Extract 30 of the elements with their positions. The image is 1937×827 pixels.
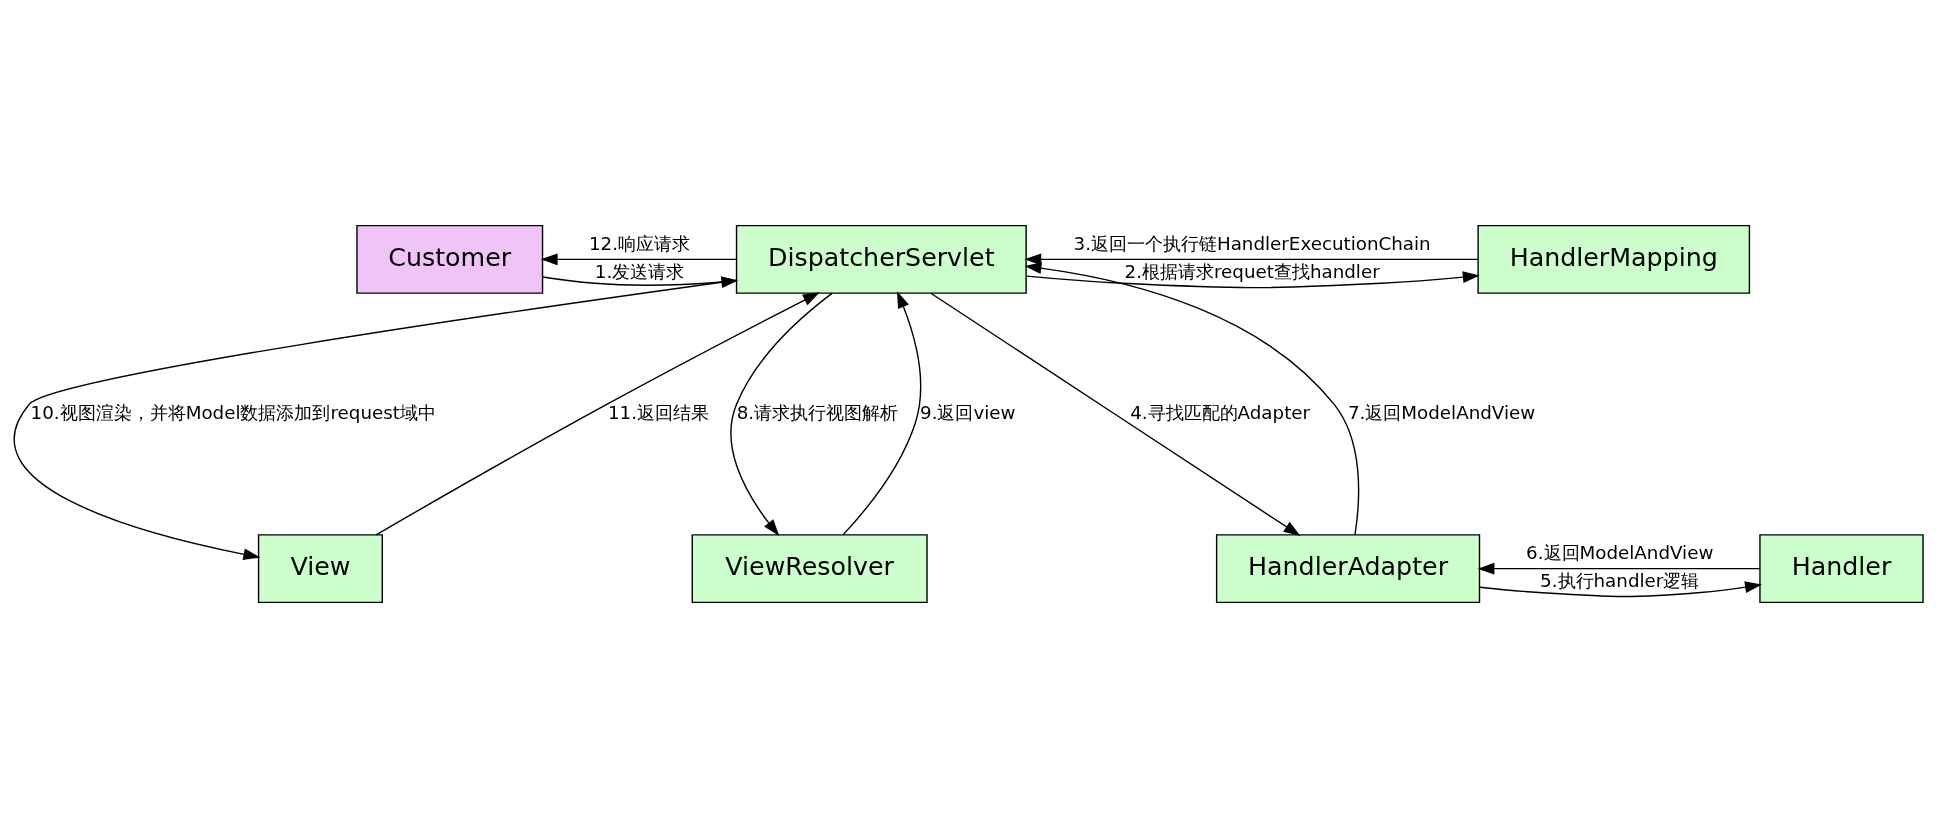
node-box: View [257, 533, 383, 603]
arrow [1026, 270, 1480, 288]
arrow [1024, 252, 1479, 265]
edge-label: 9.返回view [920, 401, 1016, 423]
edge-label: 5.执行handler逻辑 [1540, 569, 1700, 591]
arrow [13, 279, 738, 560]
edge-label: 12.响应请求 [589, 232, 691, 254]
edge-label: 4.寻找匹配的Adapter [1130, 401, 1311, 423]
node-box: Handler [1759, 533, 1924, 603]
node-box: ViewResolver [691, 533, 928, 603]
arrow [1479, 580, 1762, 597]
edge-label: 6.返回ModelAndView [1526, 541, 1714, 563]
edge-label: 11.返回结果 [607, 401, 710, 423]
arrow [375, 291, 820, 535]
arrow [1477, 562, 1761, 575]
arrow [540, 252, 737, 265]
edge-label: 8.请求执行视图解析 [736, 401, 899, 423]
edge-label: 2.根据请求requet查找handler [1124, 260, 1380, 282]
edge-label: 1.发送请求 [594, 260, 685, 282]
arrow [730, 291, 833, 536]
node-box: HandlerMapping [1477, 224, 1751, 294]
node-box: DispatcherServlet [735, 224, 1027, 294]
node-box: HandlerAdapter [1215, 533, 1481, 603]
arrow [842, 290, 922, 536]
edge-label: 3.返回一个执行链HandlerExecutionChain [1073, 232, 1431, 254]
arrow [1024, 261, 1360, 535]
arrow [930, 292, 1301, 536]
edge-label: 10.视图渲染，并将Model数据添加到request域中 [30, 401, 436, 423]
node-box: Customer [356, 224, 544, 294]
edge-label: 7.返回ModelAndView [1347, 401, 1536, 423]
